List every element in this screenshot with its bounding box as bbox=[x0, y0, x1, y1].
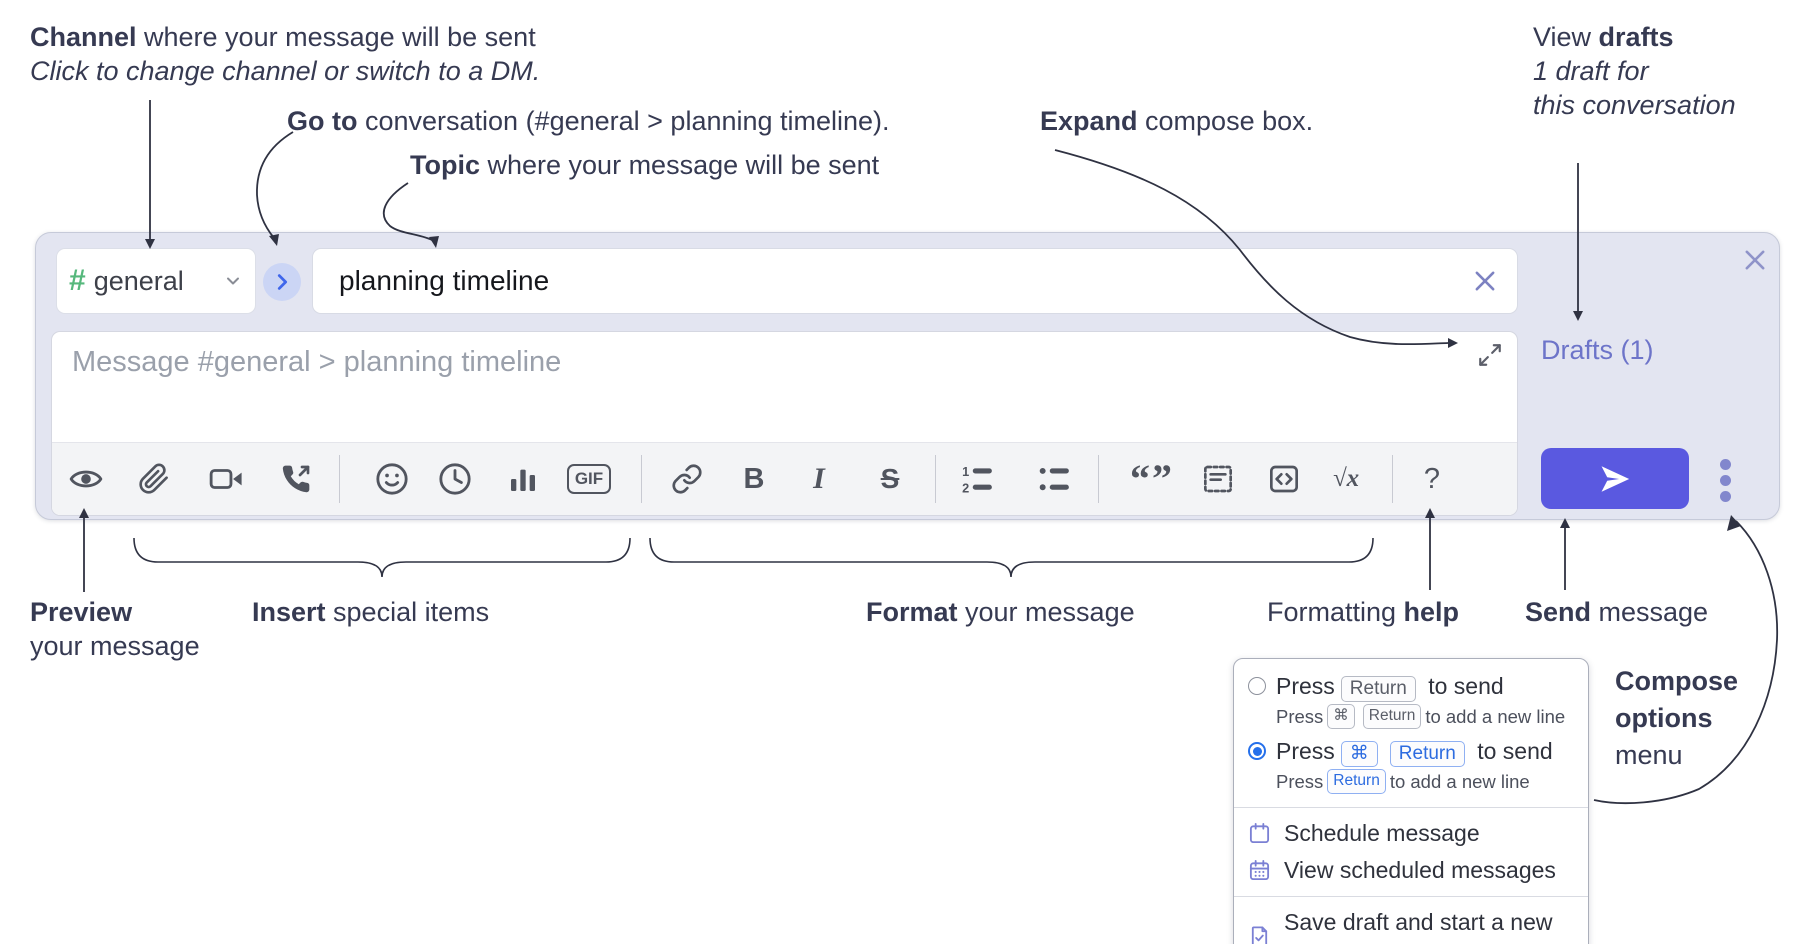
annotation-channel: Channel where your message will be sent … bbox=[30, 22, 541, 86]
message-placeholder: Message #general > planning timeline bbox=[72, 346, 562, 378]
toolbar-divider bbox=[339, 455, 340, 503]
attach-file-icon[interactable] bbox=[134, 459, 174, 499]
menu-divider bbox=[1234, 896, 1588, 897]
start-voice-call-icon[interactable] bbox=[276, 459, 316, 499]
compose-box: # general planning timeline Message #gen… bbox=[35, 232, 1780, 520]
italic-icon[interactable]: I bbox=[813, 462, 825, 495]
annotation-format: Format your message bbox=[866, 597, 1135, 627]
channel-name: general bbox=[93, 265, 184, 296]
message-compose-area[interactable]: Message #general > planning timeline bbox=[51, 331, 1518, 516]
annotation-insert: Insert special items bbox=[252, 597, 490, 627]
annotation-preview: Preview your message bbox=[30, 597, 200, 661]
channel-hash-icon: # bbox=[69, 264, 86, 297]
math-icon[interactable]: √x bbox=[1332, 465, 1360, 492]
annotation-send: Send message bbox=[1525, 597, 1709, 627]
poll-icon[interactable] bbox=[503, 459, 543, 499]
send-button[interactable] bbox=[1541, 448, 1689, 509]
start-video-call-icon[interactable] bbox=[206, 459, 246, 499]
annotation-formatting-help: Formatting help bbox=[1267, 597, 1460, 627]
bulleted-list-icon[interactable] bbox=[1034, 459, 1074, 499]
emoji-icon[interactable] bbox=[372, 459, 412, 499]
topic-value: planning timeline bbox=[339, 265, 550, 296]
send-plane-icon bbox=[1601, 465, 1630, 492]
spoiler-icon[interactable] bbox=[1198, 459, 1238, 499]
link-icon[interactable] bbox=[667, 459, 707, 499]
topic-input[interactable]: planning timeline bbox=[312, 248, 1518, 314]
brace-insert bbox=[133, 537, 631, 578]
radio-selected-icon[interactable] bbox=[1248, 742, 1266, 760]
svg-text:1: 1 bbox=[962, 464, 969, 479]
save-draft-item[interactable]: Save draft and start a new message bbox=[1234, 904, 1588, 944]
cmd-enter-sends-option[interactable]: Press⌘Return to send bbox=[1234, 735, 1588, 767]
annotation-expand: Expand compose box. bbox=[1040, 106, 1314, 136]
schedule-message-item[interactable]: Schedule message bbox=[1234, 815, 1588, 852]
annotation-view-drafts: View drafts 1 draft for this conversatio… bbox=[1533, 22, 1736, 120]
view-scheduled-messages-item[interactable]: View scheduled messages bbox=[1234, 852, 1588, 889]
radio-unselected-icon[interactable] bbox=[1248, 677, 1266, 695]
clear-topic-icon[interactable] bbox=[1471, 267, 1499, 295]
svg-text:2: 2 bbox=[962, 480, 969, 495]
enter-sends-subtext: Press⌘Return to add a new line bbox=[1234, 702, 1588, 735]
strikethrough-icon[interactable]: S bbox=[880, 463, 900, 494]
toolbar-divider bbox=[935, 455, 936, 503]
menu-divider bbox=[1234, 807, 1588, 808]
toolbar-divider bbox=[641, 455, 642, 503]
go-to-conversation-button[interactable] bbox=[263, 263, 301, 301]
chevron-down-icon bbox=[227, 277, 239, 285]
bold-icon[interactable]: B bbox=[743, 462, 765, 495]
drafts-link[interactable]: Drafts (1) bbox=[1541, 335, 1654, 365]
toolbar-divider bbox=[1392, 455, 1393, 503]
channel-selector[interactable]: # general bbox=[56, 248, 256, 314]
expand-compose-icon[interactable] bbox=[1477, 342, 1503, 368]
chevron-right-icon bbox=[277, 274, 288, 290]
calendar-icon bbox=[1249, 823, 1270, 844]
close-compose-button[interactable] bbox=[1739, 244, 1771, 276]
pointer-goto bbox=[256, 131, 294, 239]
compose-options-ellipsis[interactable] bbox=[1720, 459, 1732, 507]
global-time-icon[interactable] bbox=[435, 459, 475, 499]
brace-format bbox=[649, 537, 1374, 578]
annotation-goto: Go to conversation (#general > planning … bbox=[287, 106, 890, 136]
gif-icon[interactable]: GIF bbox=[566, 459, 612, 499]
code-icon[interactable] bbox=[1264, 459, 1304, 499]
quote-icon[interactable]: “” bbox=[1130, 456, 1174, 501]
annotation-topic: Topic where your message will be sent bbox=[410, 150, 880, 180]
preview-eye-icon[interactable] bbox=[66, 459, 106, 499]
message-formatting-help-icon[interactable]: ? bbox=[1423, 462, 1441, 495]
annotation-compose-options: Compose options menu bbox=[1615, 666, 1739, 770]
toolbar-divider bbox=[1098, 455, 1099, 503]
save-draft-icon bbox=[1251, 925, 1268, 944]
calendar-days-icon bbox=[1249, 860, 1270, 881]
close-icon bbox=[1745, 250, 1765, 270]
